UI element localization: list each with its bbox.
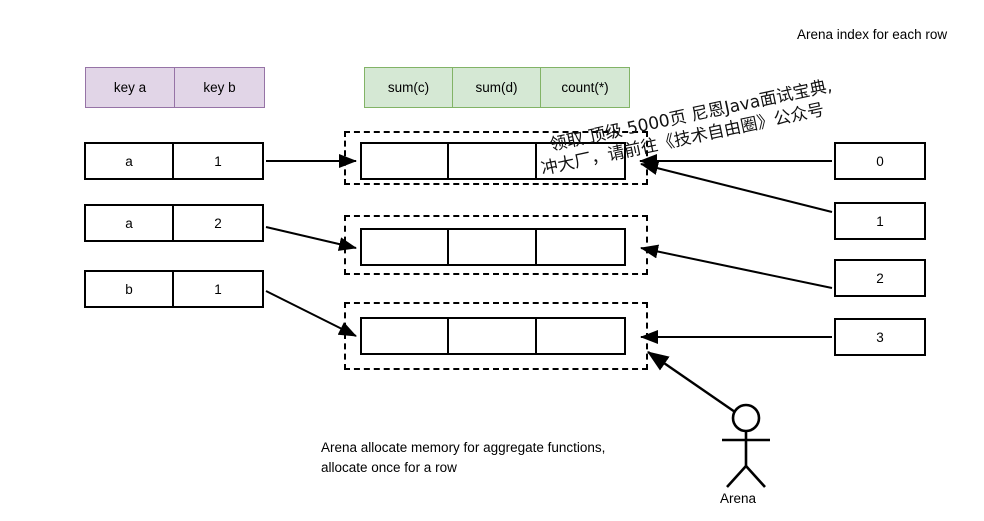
arena-slot-cell-count — [537, 230, 624, 264]
aggregate-header-row: sum(c) sum(d) count(*) — [364, 67, 630, 108]
aggregate-header-cell-sum-d: sum(d) — [453, 68, 541, 107]
arena-slot-row — [360, 228, 626, 266]
key-row: b 1 — [84, 270, 264, 308]
arena-slot-cell-sum-d — [449, 144, 537, 178]
arena-index-caption: Arena index for each row — [797, 27, 948, 42]
connector-keyrow-1 — [265, 226, 357, 251]
connector-index-1 — [640, 161, 833, 213]
key-header-row: key a key b — [85, 67, 265, 108]
arena-actor-label: Arena — [720, 491, 757, 506]
arena-allocation-note: Arena allocate memory for aggregate func… — [321, 440, 606, 475]
arena-container — [344, 215, 648, 275]
arena-slot-cell-sum-d — [449, 319, 537, 353]
key-row-cell-b: 1 — [214, 153, 222, 169]
arena-slot-cell-count — [537, 144, 624, 178]
arena-slot-cell-count — [537, 319, 624, 353]
key-header-cell-b: key b — [175, 68, 264, 107]
key-row-cell-a: a — [86, 144, 174, 178]
arena-slot-row — [360, 317, 626, 355]
arena-slot-cell-sum-d — [449, 230, 537, 264]
key-header-cell-a: key a — [86, 68, 175, 107]
arena-container — [344, 131, 648, 185]
key-row-cell-a: a — [86, 206, 174, 240]
aggregate-header-cell-sum-c: sum(c) — [365, 68, 453, 107]
connector-actor-arena — [647, 351, 736, 413]
aggregate-header-cell-count: count(*) — [541, 68, 629, 107]
arena-slot-cell-sum-c — [362, 319, 450, 353]
arena-slot-cell-sum-c — [362, 230, 450, 264]
arena-index-box: 3 — [834, 318, 926, 356]
connector-index-2 — [640, 244, 833, 289]
key-row-cell-b: 2 — [214, 215, 222, 231]
arena-container — [344, 302, 648, 370]
connector-keyrow-2 — [265, 290, 357, 337]
arena-index-box: 2 — [834, 259, 926, 297]
arena-slot-cell-sum-c — [362, 144, 450, 178]
arena-index-box: 0 — [834, 142, 926, 180]
key-row: a 2 — [84, 204, 264, 242]
key-row: a 1 — [84, 142, 264, 180]
key-row-cell-b: 1 — [214, 281, 222, 297]
arena-actor-figure — [722, 403, 770, 488]
arena-slot-row — [360, 142, 626, 180]
key-row-cell-a: b — [86, 272, 174, 306]
arena-index-box: 1 — [834, 202, 926, 240]
